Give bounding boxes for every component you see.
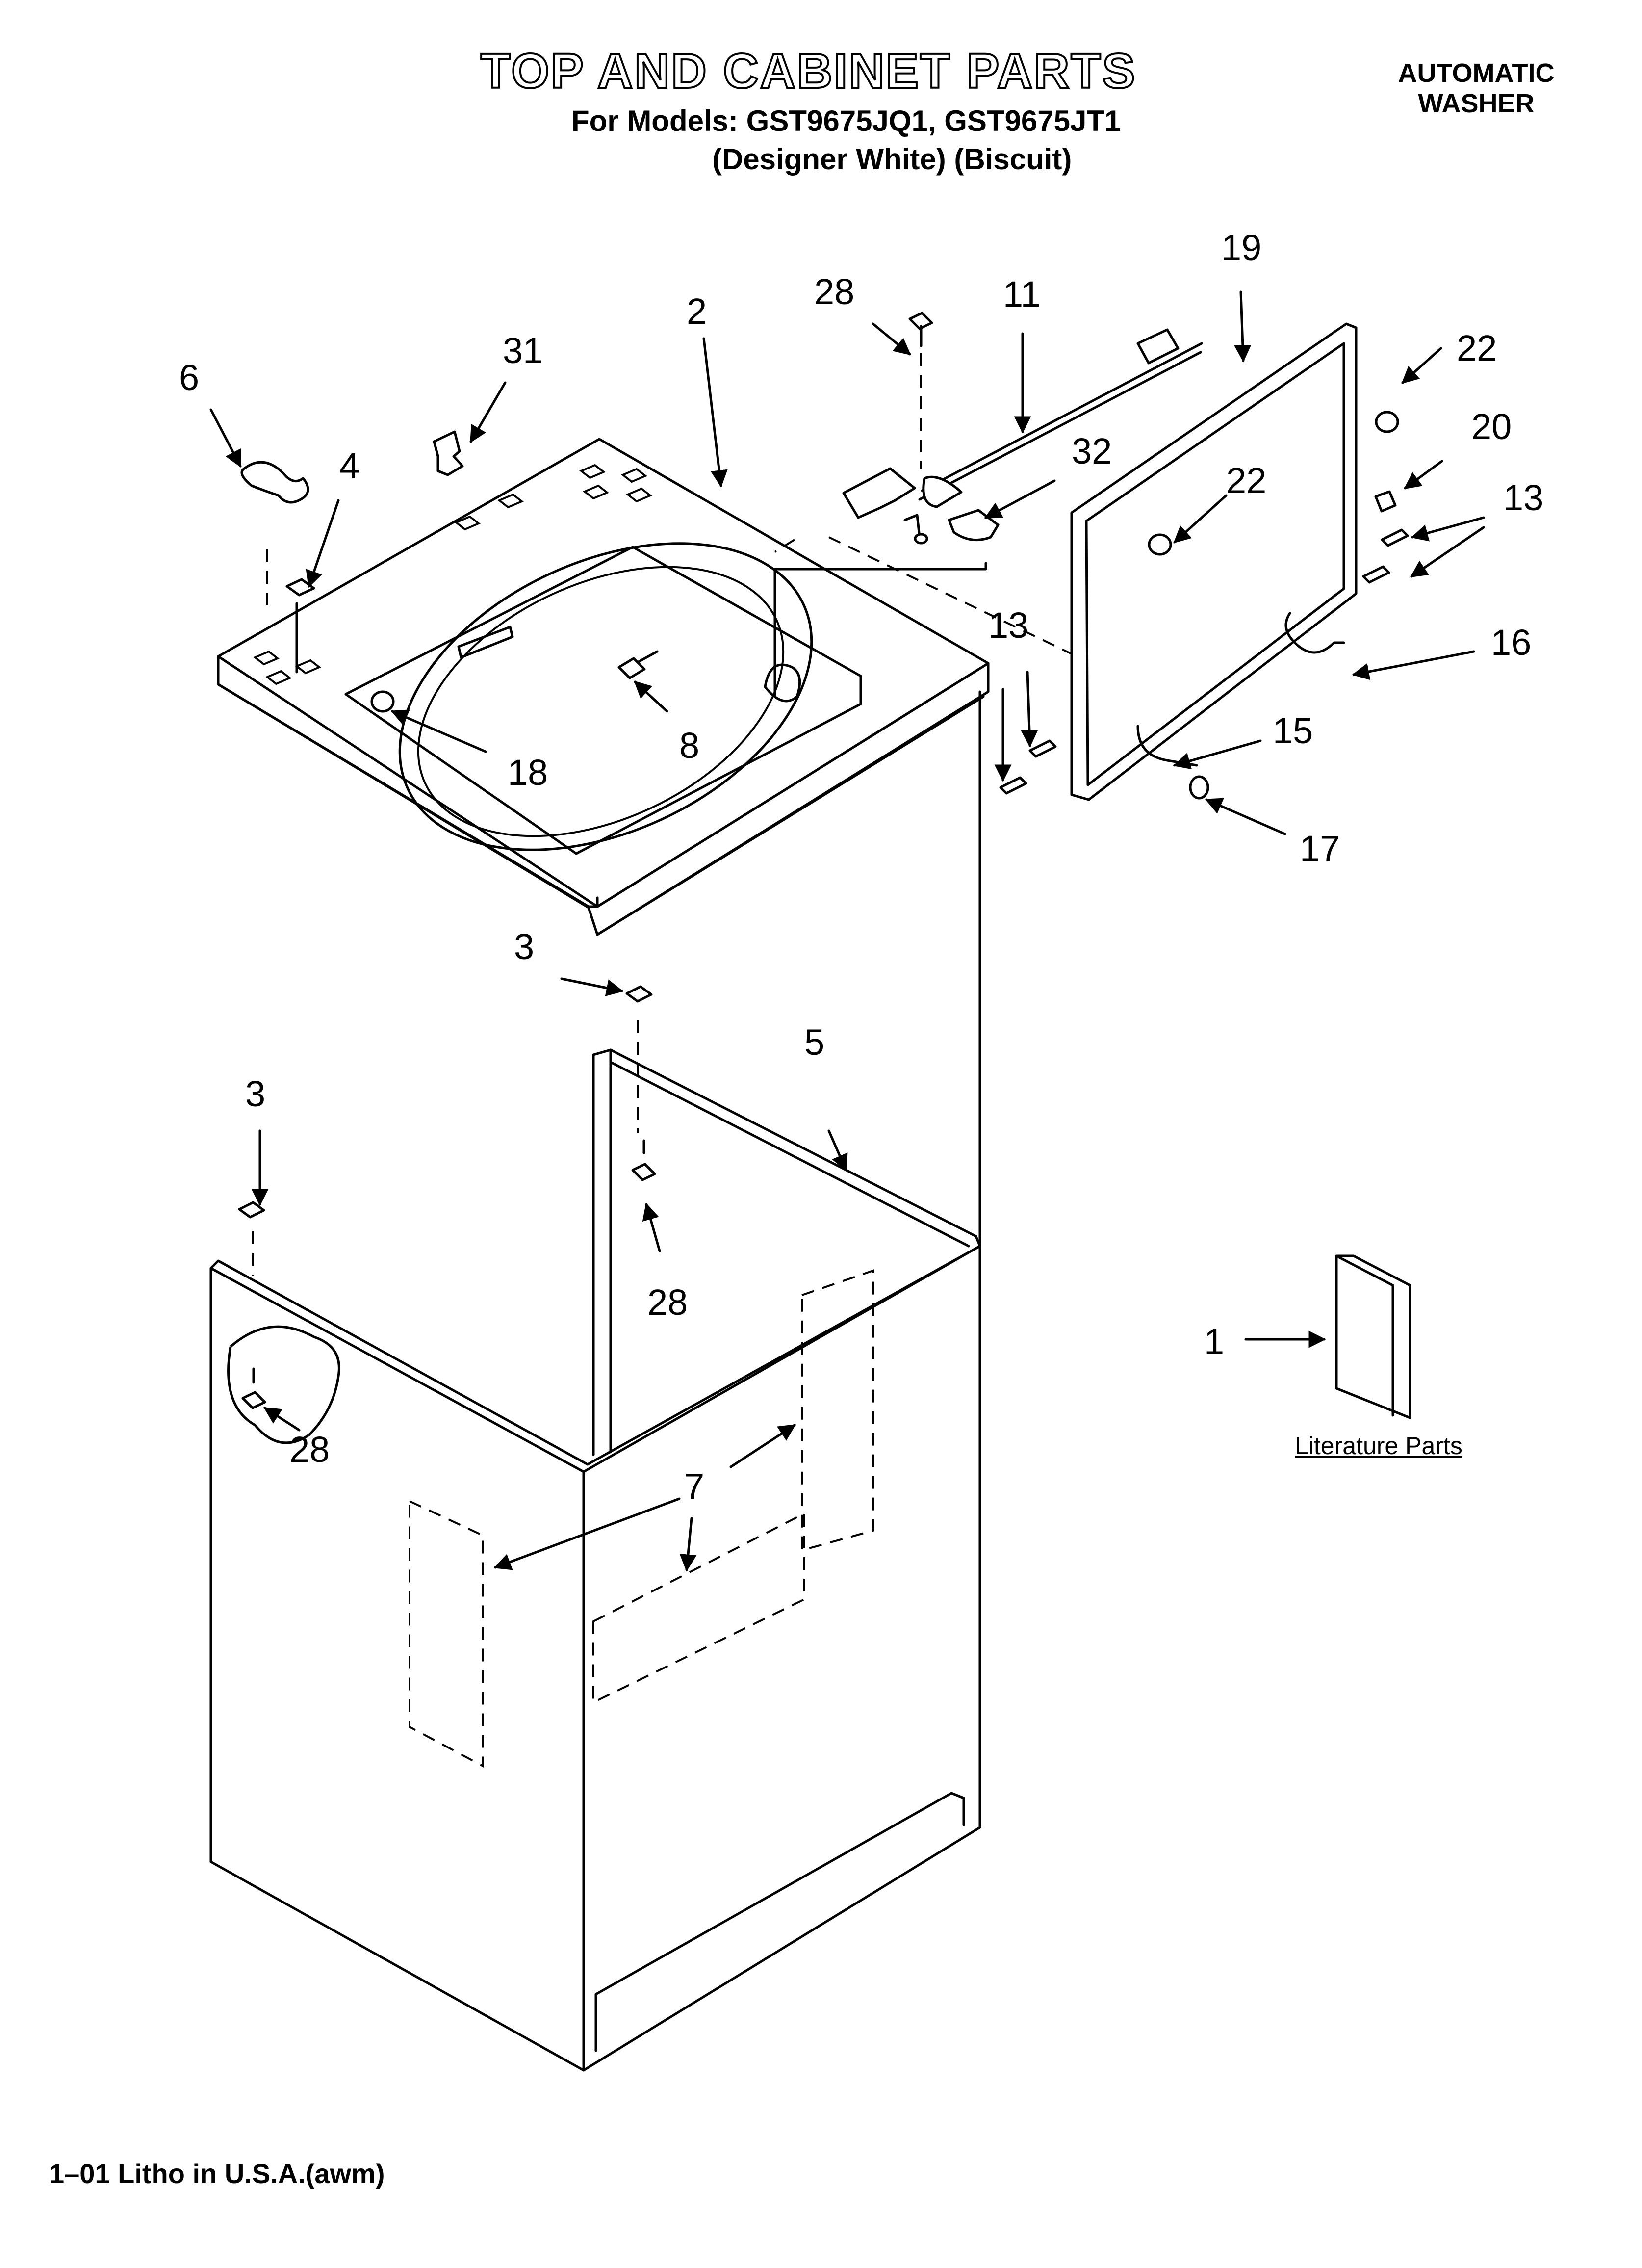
- callout-22-right: 22: [1457, 328, 1497, 368]
- callout-13-left: 13: [988, 605, 1028, 646]
- print-footer: 1–01 Litho in U.S.A.(awm): [49, 2158, 385, 2189]
- callout-2: 2: [687, 291, 707, 332]
- part-31-clip: [433, 430, 464, 476]
- washer-cabinet: [209, 985, 981, 2072]
- callout-17: 17: [1300, 828, 1340, 869]
- callout-3-top: 3: [514, 926, 534, 967]
- part-11-lid-switch-harness: [842, 328, 1203, 545]
- callout-22-left: 22: [1226, 460, 1266, 501]
- callout-28-cutaway: 28: [289, 1429, 330, 1470]
- callout-28-top: 28: [814, 271, 854, 312]
- callout-19: 19: [1221, 227, 1261, 268]
- callout-4: 4: [339, 445, 359, 486]
- part-6-clamp: [240, 461, 309, 504]
- callout-1: 1: [1204, 1321, 1224, 1362]
- part-28-screw-top: [908, 312, 933, 330]
- callout-20: 20: [1471, 406, 1512, 447]
- literature-book: [1335, 1254, 1411, 1419]
- model-numbers: For Models: GST9675JQ1, GST9675JT1: [571, 104, 1121, 137]
- cabinet-cutaway: [227, 1325, 340, 1444]
- literature-parts-label: Literature Parts: [1295, 1432, 1462, 1460]
- callout-labels: 6 4 31 2 28 11 32 19 22 20 22 13 16 13 1…: [179, 227, 1543, 1507]
- callout-13-right: 13: [1503, 477, 1543, 518]
- callout-8: 8: [679, 725, 699, 766]
- part-4-clip: [285, 578, 315, 597]
- callout-11: 11: [1003, 274, 1041, 314]
- console-panel: [999, 322, 1409, 801]
- callout-5: 5: [804, 1022, 824, 1063]
- leader-arrows: [209, 290, 1485, 1572]
- callout-3-left: 3: [245, 1073, 265, 1114]
- product-type: AUTOMATIC WASHER: [1388, 58, 1565, 119]
- page-title: TOP AND CABINET PARTS: [480, 43, 1137, 100]
- callout-32: 32: [1072, 431, 1112, 471]
- callout-28-middle: 28: [647, 1282, 688, 1323]
- washer-top-lid: [217, 438, 990, 936]
- console-reference-line: [773, 562, 987, 571]
- callout-18: 18: [508, 752, 548, 793]
- product-type-line2: WASHER: [1418, 89, 1535, 118]
- callout-6: 6: [179, 357, 199, 398]
- callout-15: 15: [1273, 710, 1313, 751]
- product-type-line1: AUTOMATIC: [1398, 58, 1555, 88]
- lid-hinge-line: [596, 695, 985, 936]
- callout-31: 31: [503, 330, 543, 371]
- callout-7: 7: [684, 1466, 704, 1507]
- callout-16: 16: [1491, 622, 1531, 663]
- model-colors: (Designer White) (Biscuit): [712, 143, 1072, 176]
